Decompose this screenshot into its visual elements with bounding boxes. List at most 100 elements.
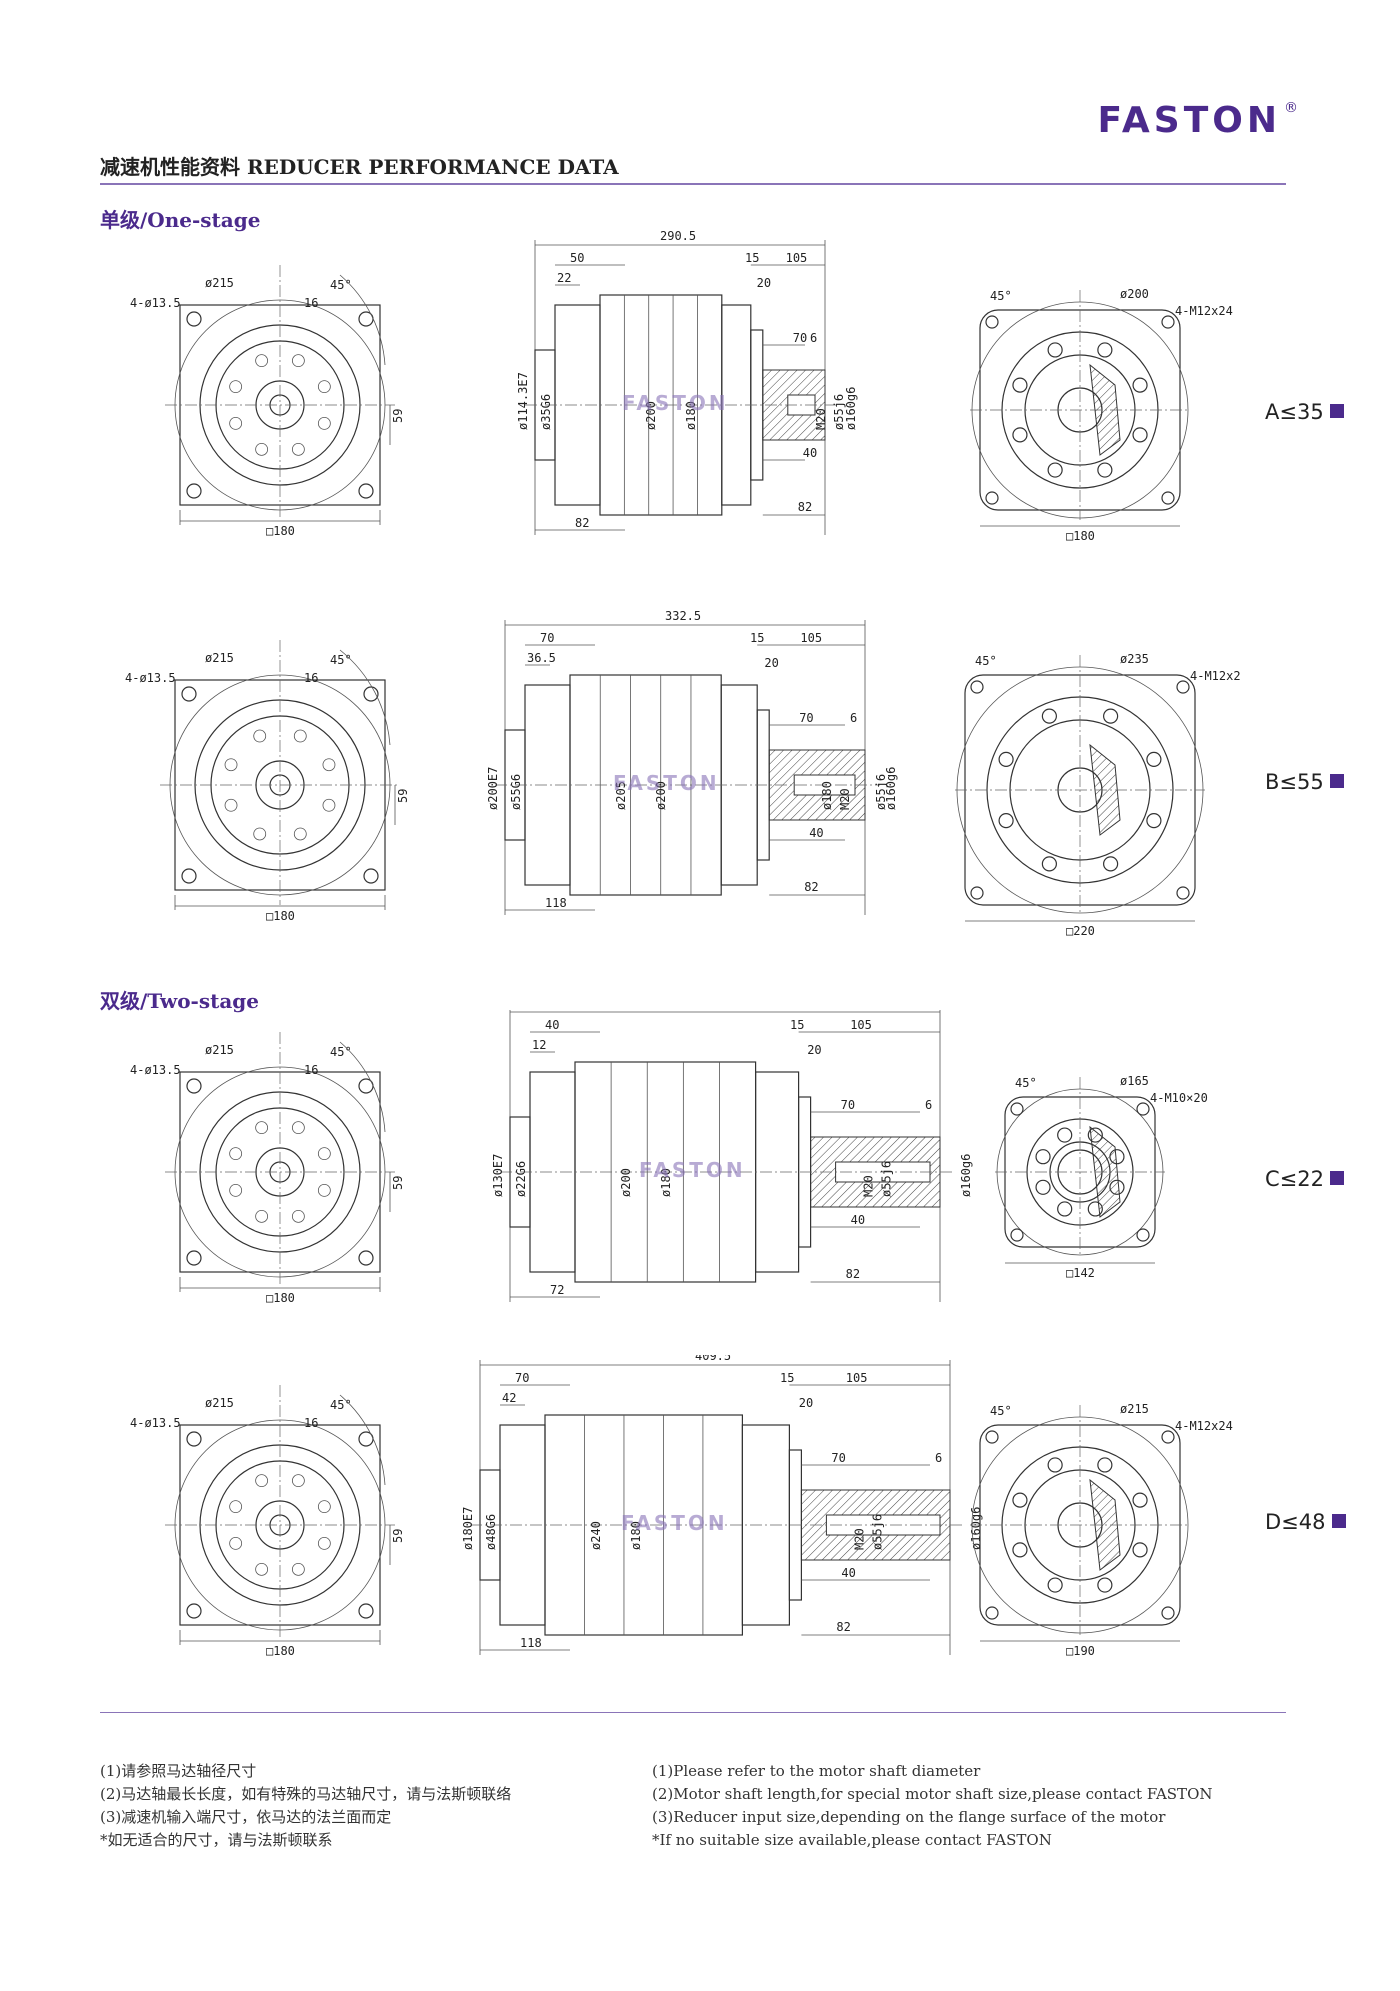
header-divider [100,183,1286,185]
dim-holes: 4-ø13.5 [130,296,181,310]
bolt-hole-icon [255,1562,269,1576]
drawing-row-c: □180ø2154-ø13.545°1659363.54012151052070… [0,1010,1400,1360]
bolt-hole-icon [291,354,305,368]
mounting-hole-icon [358,483,374,499]
bolt-hole-icon [1132,1492,1148,1508]
brand-name: FASTON [1097,100,1281,141]
bolt-hole-icon [317,1500,331,1514]
dim-diameter: ø22G6 [514,1161,528,1197]
tapped-hole-icon [1176,680,1190,694]
bolt-hole-icon [322,758,336,772]
dim-d5: 20 [757,276,771,290]
bolt-hole-icon [291,442,305,456]
bolt-hole-icon [998,751,1014,767]
dim-thread: 4-M12x24 [1175,304,1233,318]
dim-d8: 40 [803,446,817,460]
dim-d9: 82 [798,500,812,514]
square-bullet-icon [1329,404,1344,418]
section-heading-one-stage: 单级/One-stage [100,208,261,232]
bolt-hole-icon [229,1147,243,1161]
dim-thread: 4-M12x24 [1175,1419,1233,1433]
tapped-hole-icon [970,680,984,694]
dim-square: □142 [1066,1266,1095,1280]
square-bullet-icon [1329,1171,1344,1185]
note-en-3: (3)Reducer input size,depending on the f… [652,1808,1166,1826]
note-cn-3: (3)减速机输入端尺寸，依马达的法兰面而定 [100,1808,392,1826]
dim-diameter: ø180 [629,1521,643,1550]
dim-d7: 6 [850,711,857,725]
dim-d7: 6 [935,1451,942,1465]
dim-angle: 45° [975,654,997,668]
bolt-hole-icon [255,1474,269,1488]
note-en-4: *If no suitable size available,please co… [652,1831,1052,1849]
bolt-hole-icon [229,1500,243,1514]
tapped-hole-icon [1136,1102,1150,1116]
dim-angle: 45° [330,1398,352,1412]
dim-diameter: ø55j6 [874,774,888,810]
bolt-hole-icon [1057,1127,1073,1143]
dim-diameter: ø114.3E7 [516,372,530,430]
bolt-hole-icon [255,354,269,368]
bolt-hole-icon [253,729,267,743]
dim-d1: 50 [570,251,584,265]
dim-diameter: M20 [814,408,828,430]
dim-key: 16 [304,1416,318,1430]
bolt-hole-icon [1012,377,1028,393]
tapped-hole-icon [1010,1228,1024,1242]
bolt-hole-icon [291,1474,305,1488]
tapped-hole-icon [1161,315,1175,329]
dim-d10: 72 [550,1283,564,1297]
dim-angle: 45° [330,278,352,292]
tapped-hole-icon [985,1606,999,1620]
registered-mark: ® [1284,100,1298,116]
bolt-hole-icon [1097,1457,1113,1473]
dim-square: □180 [266,1291,295,1305]
dim-d1: 40 [545,1018,559,1032]
dim-diameter: ø160g6 [844,387,858,430]
dim-d1: 70 [515,1371,529,1385]
dim-d8: 40 [851,1213,865,1227]
dim-d10: 82 [575,516,589,530]
bolt-hole-icon [291,1209,305,1223]
dim-square: □180 [266,909,295,923]
dim-total: 409.5 [695,1355,731,1363]
dim-d3: 15 [790,1018,804,1032]
watermark-logo: FASTON [613,771,720,795]
dim-pcd: ø215 [205,1396,234,1410]
bolt-hole-icon [1035,1149,1051,1165]
bolt-hole-icon [293,827,307,841]
bolt-hole-icon [1012,1492,1028,1508]
bolt-hole-icon [1097,462,1113,478]
mounting-hole-icon [363,686,379,702]
tapped-hole-icon [1010,1102,1024,1116]
mounting-hole-icon [186,1250,202,1266]
note-cn-4: *如无适合的尺寸，请与法斯顿联系 [100,1831,333,1849]
dim-pcd: ø215 [205,1043,234,1057]
dim-diameter: M20 [838,788,852,810]
row-label-d-text: D≤48 [1265,1510,1326,1534]
dim-thread: 4-M10×20 [1150,1091,1208,1105]
dim-square: □180 [266,524,295,538]
page-title: 减速机性能资料 REDUCER PERFORMANCE DATA [100,155,619,179]
bolt-hole-icon [1047,1577,1063,1593]
mounting-hole-icon [186,483,202,499]
dim-diameter: ø160g6 [884,767,898,810]
bolt-hole-icon [1146,751,1162,767]
bolt-hole-icon [1097,1577,1113,1593]
dim-d5: 20 [764,656,778,670]
bolt-hole-icon [998,813,1014,829]
bolt-hole-icon [317,416,331,430]
mounting-hole-icon [186,1431,202,1447]
dim-angle: 45° [990,1404,1012,1418]
mounting-hole-icon [181,868,197,884]
section-heading-two-stage: 双级/Two-stage [100,989,260,1013]
row-label-d: D≤48 [1265,1510,1346,1534]
